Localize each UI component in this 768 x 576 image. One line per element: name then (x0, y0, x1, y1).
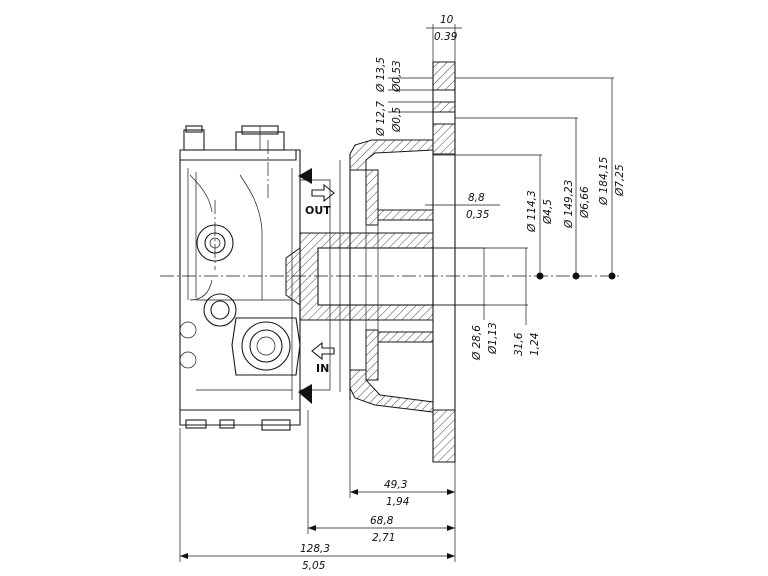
dim-8-8-in: 0,35 (466, 209, 490, 221)
dim-d149-mm: Ø 149,23 (563, 180, 575, 229)
port-labels: OUT IN (305, 183, 335, 375)
dim-hole-12-7-in: Ø0,5 (391, 107, 403, 133)
dim-flange-thickness-in: 0.39 (434, 31, 458, 43)
dim-49-3-mm: 49,3 (384, 479, 407, 491)
dim-d184-in: Ø7,25 (614, 164, 626, 197)
dim-hole-13-5-mm: Ø 13,5 (375, 57, 387, 93)
dim-d28-mm: Ø 28,6 (471, 325, 483, 361)
dim-49-3-in: 1,94 (386, 496, 409, 508)
in-label: IN (316, 362, 329, 375)
dim-31-6-mm: 31,6 (513, 332, 525, 356)
out-arrow-icon (311, 183, 335, 203)
dim-hole-13-5-in: Ø0,53 (391, 60, 403, 93)
dim-68-8-in: 2,71 (372, 532, 395, 544)
dim-hole-12-7-mm: Ø 12,7 (375, 101, 387, 137)
dim-d114-mm: Ø 114,3 (526, 190, 538, 233)
out-label: OUT (305, 204, 331, 217)
dim-128-3-mm: 128,3 (300, 543, 330, 555)
shaft (285, 232, 434, 321)
bell-housing (339, 61, 456, 463)
dim-d114-in: Ø4,5 (542, 199, 554, 225)
in-arrow-icon (311, 341, 335, 361)
pump-body (179, 125, 331, 431)
dim-31-6-in: 1,24 (529, 333, 541, 356)
dim-8-8-mm: 8,8 (468, 192, 485, 204)
dim-68-8-mm: 68,8 (370, 515, 394, 527)
dim-d149-in: Ø6,66 (579, 186, 591, 219)
dim-d28-in: Ø1,13 (487, 322, 499, 355)
dimensions: 10 0.39 Ø 13,5 Ø0,53 Ø 12,7 Ø0,5 Ø 184,1… (179, 14, 626, 572)
dim-flange-thickness-mm: 10 (440, 14, 454, 26)
dim-128-3-in: 5,05 (302, 560, 326, 572)
dim-d184-mm: Ø 184,15 (598, 156, 610, 206)
